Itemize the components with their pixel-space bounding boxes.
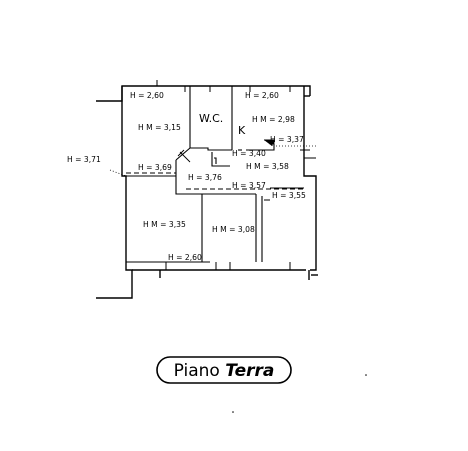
title-part-1: Piano (174, 361, 226, 381)
door-swing (177, 139, 275, 163)
label-h-357: H = 3,57 (232, 181, 266, 190)
label-h-355: H = 3,55 (272, 191, 306, 200)
label-hm-335: H M = 3,35 (143, 220, 186, 229)
title-box: Piano Terra (156, 356, 292, 384)
dashed-lines (126, 172, 304, 262)
label-wc: W.C. (199, 112, 223, 125)
label-k: K (238, 124, 246, 137)
title-part-2: Terra (225, 361, 274, 381)
label-h-260-left: H = 2,60 (130, 91, 164, 100)
wall-ticks (156, 80, 316, 270)
walls (96, 85, 318, 299)
label-h-260-bottom: H = 2,60 (168, 253, 202, 262)
label-h-376: H = 3,76 (188, 173, 222, 182)
dotted-lines (109, 145, 318, 177)
label-hm-358: H M = 3,58 (246, 162, 289, 171)
label-h-371: H = 3,71 (67, 155, 101, 164)
label-hm-315: H M = 3,15 (138, 123, 181, 132)
label-h-369: H = 3,69 (138, 163, 172, 172)
label-hm-298: H M = 2,98 (252, 115, 295, 124)
label-h-260-right: H = 2,60 (245, 91, 279, 100)
label-h-340: H = 3,40 (232, 149, 266, 158)
height-labels: H = 2,60 H = 2,60 H M = 3,15 W.C. K H M … (67, 91, 306, 262)
label-hm-308: H M = 3,08 (212, 225, 255, 234)
label-h-337: H = 3,37 (270, 135, 304, 144)
specks (232, 374, 367, 413)
title-text: Piano Terra (174, 361, 275, 381)
